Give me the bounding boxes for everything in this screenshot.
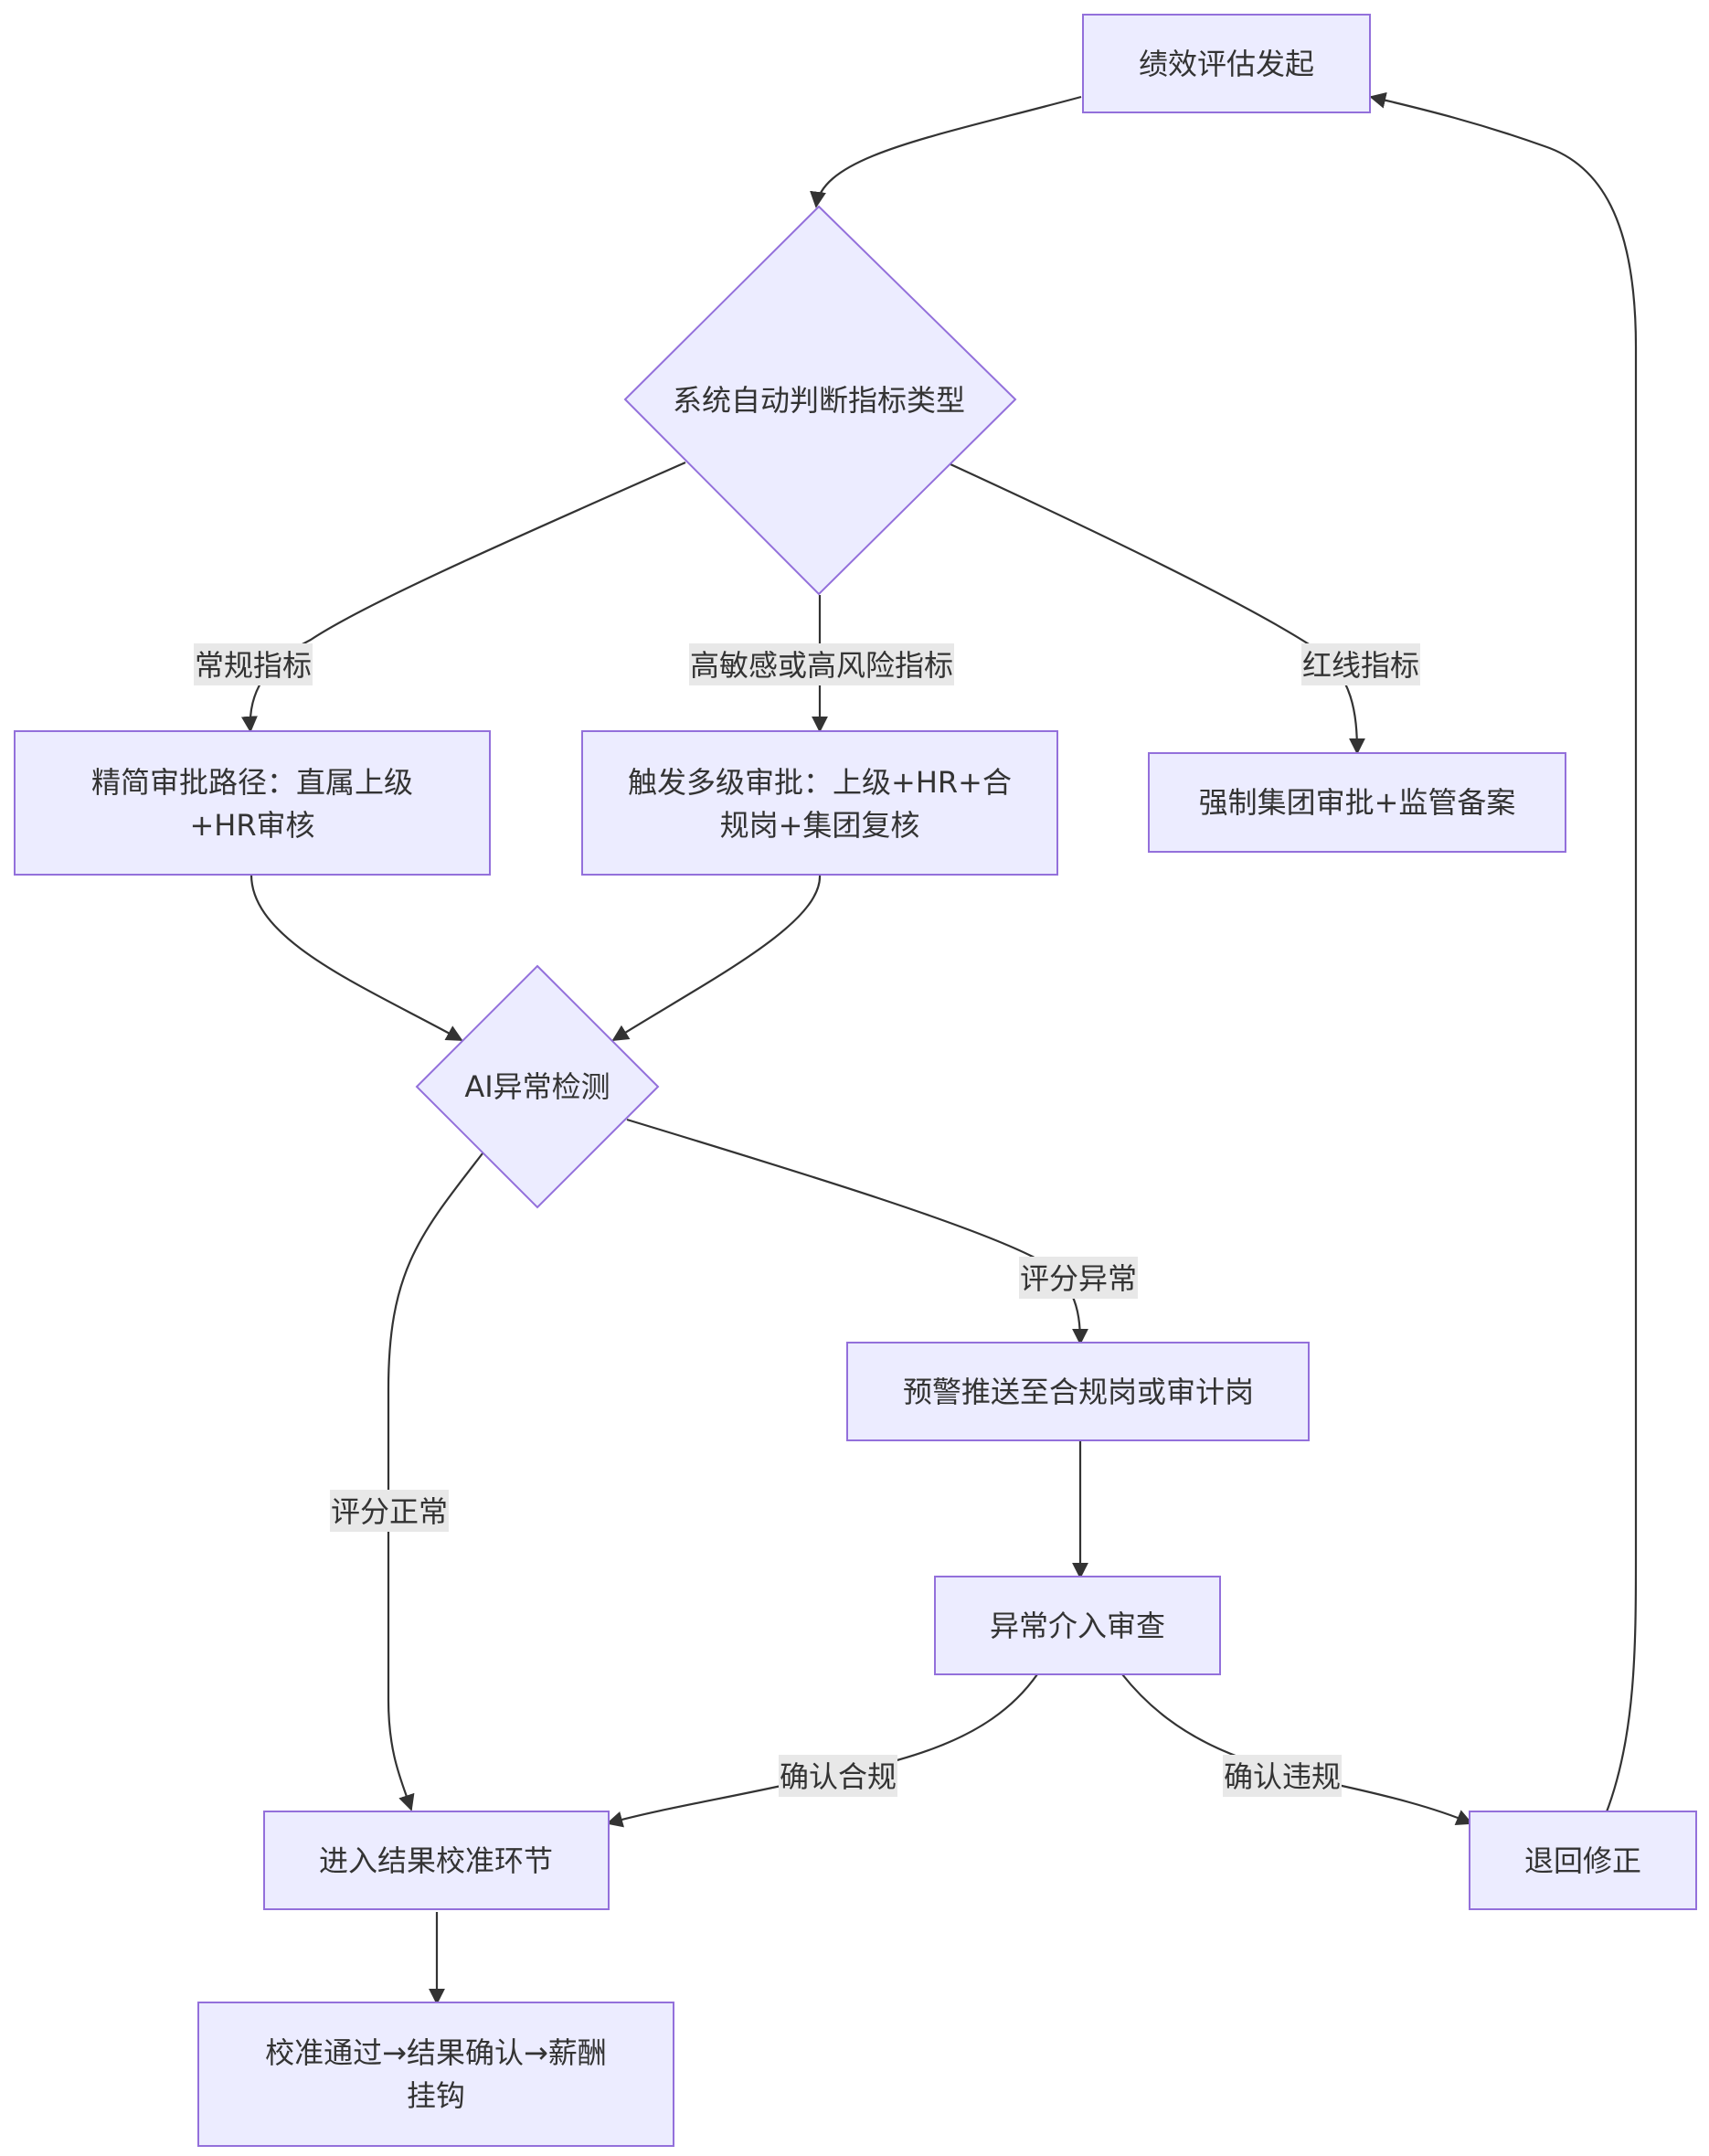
node-multi-level-line2: 规岗+集团复核	[720, 808, 920, 843]
node-return-fix-text: 退回修正	[1524, 1843, 1641, 1878]
label-high-risk-text: 高敏感或高风险指标	[690, 648, 953, 683]
node-ai-check-text: AI异常检测	[464, 1069, 610, 1104]
label-confirm-violation-text: 确认违规	[1224, 1759, 1341, 1794]
node-final-line1: 校准通过→结果确认→薪酬	[265, 2035, 607, 2070]
edge-labels: 常规指标 高敏感或高风险指标 红线指标 评分正常 评分异常 确认合规 确认违规	[194, 643, 1420, 1797]
node-decision-type-text: 系统自动判断指标类型	[673, 383, 965, 418]
node-alert: 预警推送至合规岗或审计岗	[846, 1342, 1310, 1441]
edge-intervene-to-return	[1121, 1673, 1473, 1825]
node-redline-text: 强制集团审批+监管备案	[1199, 785, 1516, 820]
edge-decision-to-redline	[950, 463, 1365, 755]
label-confirm-violation: 确认违规	[1223, 1755, 1342, 1797]
node-regular-path-line2: +HR审核	[189, 808, 314, 843]
label-redline: 红线指标	[1301, 643, 1420, 685]
label-redline-text: 红线指标	[1302, 648, 1419, 683]
node-multi-level-line1: 触发多级审批：上级+HR+合	[628, 765, 1012, 800]
node-intervene-text: 异常介入审查	[990, 1609, 1165, 1643]
edge-multi-to-ai	[611, 874, 822, 1041]
node-alert-text: 预警推送至合规岗或审计岗	[903, 1375, 1254, 1409]
edge-decision-to-regular	[240, 461, 686, 733]
node-start-text: 绩效评估发起	[1139, 47, 1314, 81]
label-confirm-compliant-text: 确认合规	[780, 1759, 897, 1794]
label-score-abnormal-text: 评分异常	[1020, 1261, 1137, 1296]
edge-intervene-to-calibration	[606, 1673, 1038, 1828]
edges	[240, 91, 1638, 2005]
nodes: 绩效评估发起 系统自动判断指标类型 精简审批路径：直属上级 +HR审核 触发多级…	[14, 14, 1697, 2147]
label-score-normal: 评分正常	[330, 1490, 449, 1532]
edge-return-to-start	[1369, 91, 1638, 1815]
label-score-normal-text: 评分正常	[331, 1494, 448, 1529]
node-regular-path: 精简审批路径：直属上级 +HR审核	[14, 730, 491, 876]
node-ai-check: AI异常检测	[415, 964, 660, 1209]
edge-regular-to-ai	[249, 874, 463, 1041]
label-score-abnormal: 评分异常	[1019, 1257, 1138, 1299]
edge-start-to-decision	[810, 95, 1082, 208]
node-multi-level: 触发多级审批：上级+HR+合 规岗+集团复核	[581, 730, 1058, 876]
label-high-risk: 高敏感或高风险指标	[689, 643, 954, 685]
label-confirm-compliant: 确认合规	[779, 1755, 897, 1797]
edge-ai-to-calibration	[387, 1152, 483, 1811]
node-start: 绩效评估发起	[1082, 14, 1371, 113]
label-regular: 常规指标	[194, 643, 313, 685]
edge-ai-to-alert	[626, 1118, 1088, 1345]
node-final-line2: 挂钩	[407, 2078, 465, 2113]
node-final: 校准通过→结果确认→薪酬 挂钩	[197, 2002, 674, 2147]
label-regular-text: 常规指标	[195, 648, 312, 683]
node-calibration-text: 进入结果校准环节	[319, 1843, 553, 1878]
node-redline: 强制集团审批+监管备案	[1148, 752, 1566, 853]
node-calibration: 进入结果校准环节	[263, 1811, 610, 1910]
node-regular-path-line1: 精简审批路径：直属上级	[91, 765, 413, 800]
node-intervene: 异常介入审查	[934, 1576, 1221, 1675]
node-return-fix: 退回修正	[1469, 1811, 1697, 1910]
node-decision-type: 系统自动判断指标类型	[623, 205, 1017, 596]
